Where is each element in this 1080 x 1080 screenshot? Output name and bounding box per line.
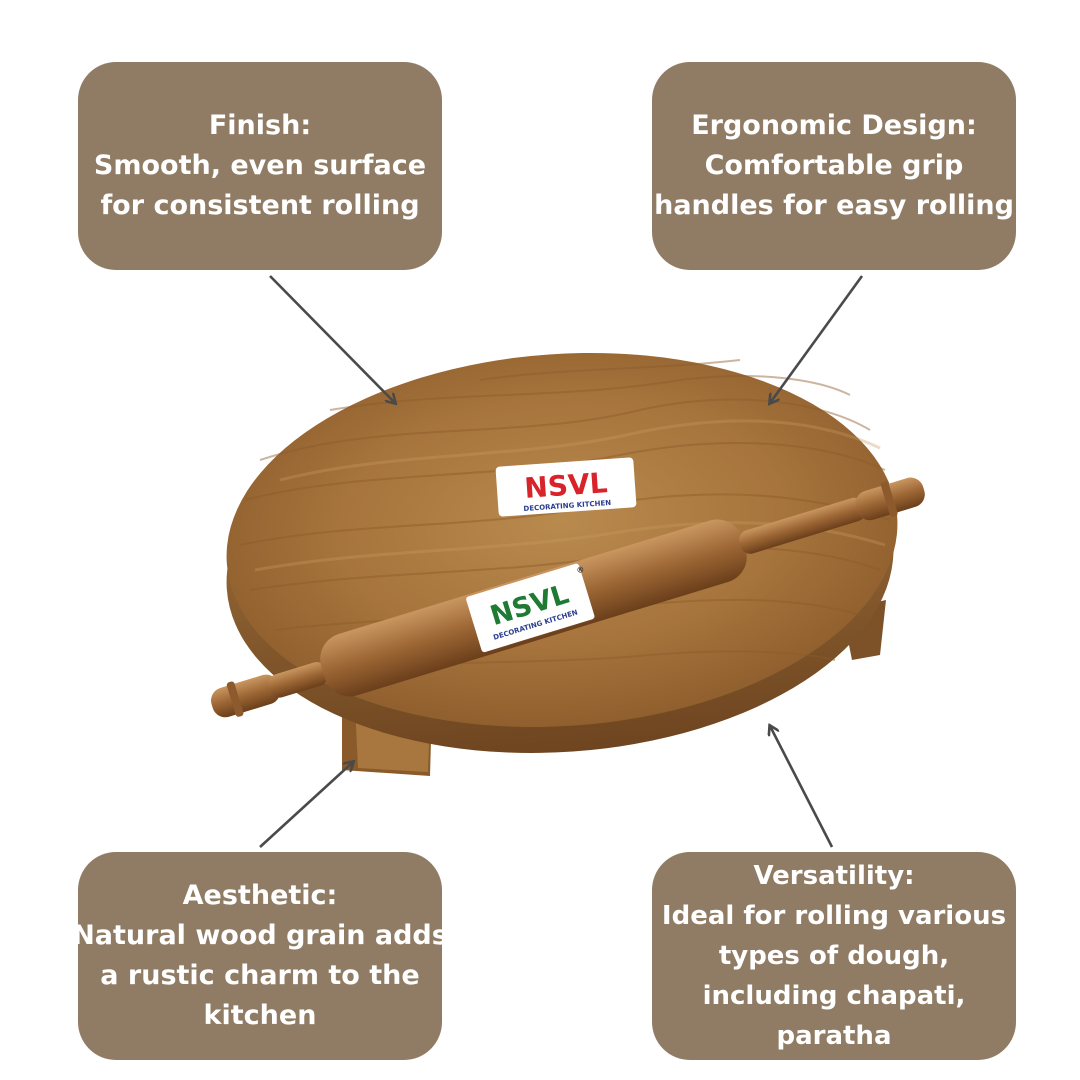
callout-aesthetic-line1: Natural wood grain adds	[72, 920, 448, 951]
callout-finish-line2: for consistent rolling	[100, 190, 420, 221]
callout-ergonomic-title: Ergonomic Design:	[691, 110, 977, 141]
callout-versatility-line4: paratha	[776, 1021, 892, 1051]
callout-aesthetic-line3: kitchen	[203, 1000, 317, 1031]
board-logo-sticker: NSVL DECORATING KITCHEN	[495, 457, 637, 517]
arrow-aesthetic	[259, 762, 353, 848]
callout-finish: Finish: Smooth, even surface for consist…	[78, 62, 442, 270]
callout-versatility-title: Versatility:	[753, 861, 915, 891]
callout-finish-title: Finish:	[208, 110, 312, 141]
callout-ergonomic-line2: handles for easy rolling	[654, 190, 1014, 221]
arrow-versatility	[770, 726, 834, 848]
callout-aesthetic: Aesthetic: Natural wood grain adds a rus…	[72, 852, 448, 1060]
callout-finish-line1: Smooth, even surface	[93, 150, 427, 181]
svg-text:NSVL: NSVL	[523, 466, 608, 505]
callout-versatility-line2: types of dough,	[718, 941, 950, 971]
callout-versatility-line3: including chapati,	[702, 981, 966, 1011]
callout-versatility: Versatility: Ideal for rolling various t…	[652, 852, 1016, 1060]
arrow-ergonomic	[770, 275, 864, 403]
callout-versatility-line1: Ideal for rolling various	[661, 901, 1007, 931]
callout-arrows	[259, 275, 864, 848]
callout-ergonomic-design: Ergonomic Design: Comfortable grip handl…	[652, 62, 1016, 270]
callout-ergonomic-line1: Comfortable grip	[704, 150, 964, 181]
arrow-finish	[269, 275, 395, 403]
callout-aesthetic-title: Aesthetic:	[182, 880, 338, 911]
rolling-pin: NSVL DECORATING KITCHEN ®	[211, 477, 925, 718]
callout-aesthetic-line2: a rustic charm to the	[100, 960, 420, 991]
svg-text:®: ®	[575, 565, 585, 576]
